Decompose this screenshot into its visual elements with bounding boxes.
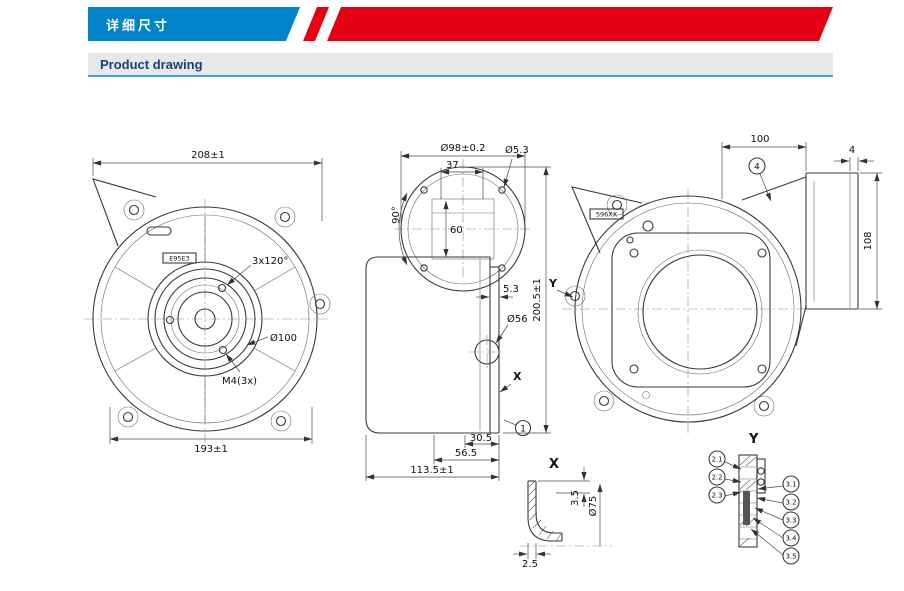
dim-detail-x-edge-text: 2.5 (522, 559, 538, 570)
callout-2-3-text: 2.3 (712, 492, 723, 500)
dim-front-thread-text: M4(3x) (222, 376, 257, 387)
tab-label: 详细尺寸 (106, 17, 171, 33)
dim-side-depths: 30.5 56.5 113.5±1 (365, 433, 500, 481)
callout-4-text: 4 (754, 163, 760, 173)
dim-side-hole-diameter-text: Ø5.3 (505, 144, 529, 156)
section-title: Product drawing (100, 57, 203, 72)
dim-detail-x-diameter-text: Ø75 (587, 496, 599, 517)
dim-side-flange-diameter-text: Ø98±0.2 (441, 142, 486, 154)
dim-front-width-bottom-text: 193±1 (194, 444, 228, 455)
dim-side-boss-diameter-text: Ø56 (507, 313, 528, 325)
front-spokes (114, 215, 296, 423)
callout-3-2-text: 3.2 (786, 499, 797, 507)
callout-3-5-text: 3.5 (786, 553, 797, 561)
dim-side-port-height: 60 (443, 200, 463, 258)
detail-y-callouts-left: 2.1 2.2 2.3 (708, 450, 742, 504)
dim-side-total-height: 200.5±1 (470, 166, 551, 434)
dim-side-step-text: 5.3 (503, 284, 519, 295)
detail-y-gasket-band (743, 491, 750, 525)
front-part-label: E95E3 (169, 255, 190, 263)
callout-2-1-text: 2.1 (712, 456, 723, 464)
dim-front-hole-pattern-text: 3x120° (252, 256, 288, 267)
banner-red-band (327, 7, 833, 41)
section-marker-x: X (499, 370, 522, 393)
side-view: 60 Ø98±0.2 37 Ø5.3 90° (365, 142, 551, 481)
dim-front-width-bottom: 193±1 (109, 407, 313, 455)
dim-side-total-depth-text: 113.5±1 (410, 465, 453, 476)
detail-x-title: X (549, 457, 559, 472)
dim-rear-flange-height-text: 108 (863, 231, 874, 250)
rear-part-label: 596XX (596, 211, 618, 219)
dim-side-port-width-text: 37 (446, 160, 459, 171)
dim-rear-flange-thickness-text: 4 (849, 145, 855, 156)
banner-red-stripe (303, 7, 329, 41)
dim-side-hole-diameter: Ø5.3 (503, 144, 529, 188)
callout-3-1-text: 3.1 (786, 481, 797, 489)
section-marker-x-text: X (513, 370, 522, 383)
callout-3-3-text: 3.3 (786, 517, 797, 525)
dim-detail-x-edge: 2.5 (513, 543, 551, 570)
dim-side-angle-text: 90° (391, 206, 402, 224)
dim-detail-x-diameter: Ø75 (587, 483, 603, 546)
callout-4: 4 (748, 157, 772, 202)
dim-front-width-top: 208±1 (92, 150, 323, 221)
dim-front-inlet-diameter-text: Ø100 (270, 332, 297, 344)
top-banner: 详细尺寸 (0, 7, 904, 41)
dim-front-thread: M4(3x) (222, 353, 257, 387)
dim-side-flange-diameter: Ø98±0.2 (400, 142, 526, 223)
dim-side-port-height-text: 60 (450, 225, 463, 236)
rear-flange (741, 172, 859, 347)
detail-y-view: Y 2.1 2.2 2.3 (708, 432, 800, 565)
detail-x-hatching (528, 480, 562, 542)
dim-front-hole-pattern: 3x120° (226, 256, 288, 286)
front-handle-slot (146, 226, 172, 236)
detail-y-title: Y (748, 432, 759, 447)
callout-1: 1 (503, 419, 532, 437)
dim-side-boss-diameter: Ø56 (495, 313, 528, 344)
callout-3-4-text: 3.4 (786, 535, 797, 543)
dim-rear-flange-offset-text: 100 (750, 134, 769, 145)
rear-mounting-ears (564, 194, 775, 417)
dim-rear-flange-thickness: 4 (834, 145, 874, 171)
detail-y-hatching (739, 455, 757, 547)
dim-side-angle: 90° (391, 192, 408, 266)
callout-2-2-text: 2.2 (712, 474, 723, 482)
dim-detail-x-lip: 3.5 (538, 467, 590, 507)
dim-detail-x-lip-text: 3.5 (570, 490, 581, 506)
dim-front-width-top-text: 208±1 (191, 150, 225, 161)
dim-side-total-height-text: 200.5±1 (532, 278, 543, 321)
dim-side-depth1-text: 30.5 (470, 433, 492, 444)
detail-x-view: X 3.5 Ø75 (513, 457, 612, 570)
dim-rear-flange-offset: 100 (721, 134, 807, 199)
dim-side-step: 5.3 (476, 284, 519, 300)
rear-view: 596XX 100 4 108 (548, 134, 882, 435)
dim-front-inlet-diameter: Ø100 (246, 332, 297, 346)
section-marker-y-text: Y (548, 277, 558, 290)
dim-side-depth2-text: 56.5 (455, 448, 477, 459)
section-marker-y: Y (548, 277, 574, 298)
section-header: Product drawing (88, 53, 833, 77)
detail-y-callouts-right: 3.1 3.2 3.3 3.4 3.5 (750, 475, 800, 565)
front-view: E95E3 208±1 193±1 Ø100 M4(3x) 3x120° (84, 150, 331, 455)
front-mounting-ears (117, 199, 331, 432)
product-drawing: E95E3 208±1 193±1 Ø100 M4(3x) 3x120° (84, 134, 882, 570)
dim-side-port-width: 37 (440, 160, 484, 199)
dim-rear-flange-height: 108 (860, 172, 882, 310)
tab-detail-dimensions[interactable]: 详细尺寸 (88, 7, 300, 41)
callout-1-text: 1 (520, 425, 526, 435)
